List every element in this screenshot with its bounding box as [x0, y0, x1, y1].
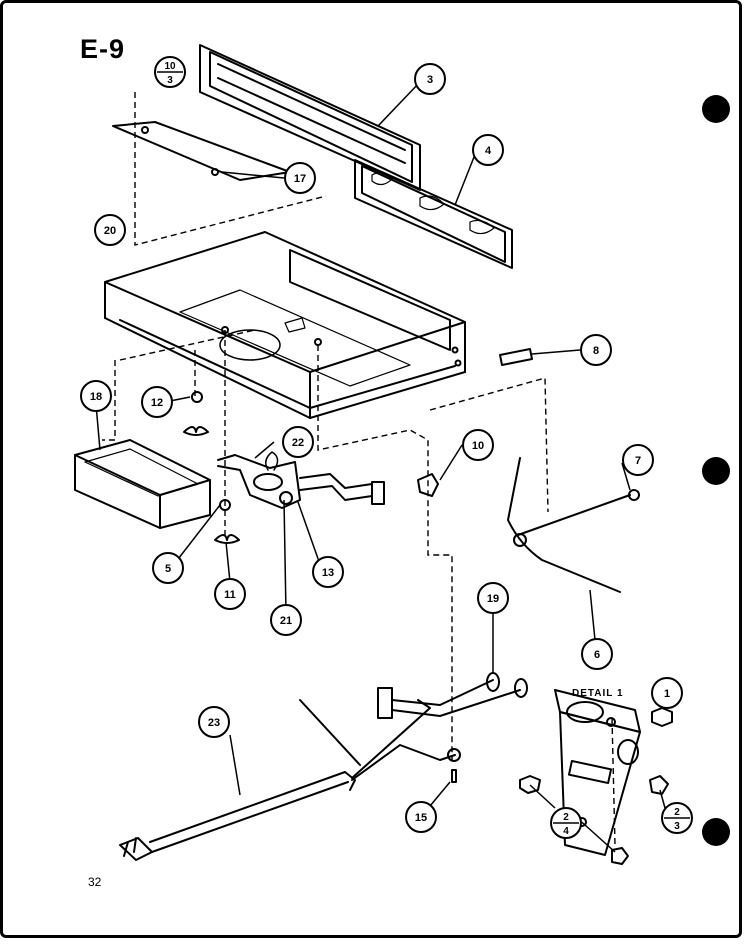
- callout-2-3-bottom: 3: [674, 821, 680, 832]
- svg-text:3: 3: [427, 74, 433, 86]
- filter-panel: [354, 159, 513, 269]
- callout-18: 18: [80, 380, 112, 412]
- svg-text:22: 22: [292, 437, 304, 449]
- svg-text:11: 11: [224, 589, 236, 601]
- callout-22: 22: [282, 426, 314, 458]
- knob: [628, 489, 640, 501]
- binder-hole-bottom: [702, 818, 730, 846]
- svg-text:15: 15: [415, 812, 427, 824]
- svg-text:23: 23: [208, 717, 220, 729]
- svg-text:18: 18: [90, 391, 102, 403]
- callout-1: 1: [651, 677, 683, 709]
- callout-10-3-bottom: 3: [167, 75, 173, 86]
- svg-text:6: 6: [594, 649, 600, 661]
- detail-1-bracket: [519, 689, 673, 865]
- sensor-wire: [377, 672, 528, 719]
- callout-23: 23: [198, 706, 230, 738]
- callout-12: 12: [141, 386, 173, 418]
- svg-text:5: 5: [165, 563, 171, 575]
- callout-7: 7: [622, 444, 654, 476]
- wing-nut-lower: [214, 534, 240, 544]
- svg-text:19: 19: [487, 593, 499, 605]
- callout-17: 17: [284, 162, 316, 194]
- callouts: 10 3 3 4 17 20 8: [80, 56, 693, 839]
- callout-10: 10: [462, 429, 494, 461]
- washer-12: [191, 391, 203, 403]
- bottom-frame: [74, 439, 211, 529]
- svg-text:10: 10: [472, 440, 484, 452]
- svg-text:13: 13: [322, 567, 334, 579]
- callout-8: 8: [580, 334, 612, 366]
- power-cord: [119, 699, 456, 861]
- bracket-plate: [112, 121, 291, 181]
- svg-text:17: 17: [294, 173, 306, 185]
- control-rod: [507, 457, 631, 593]
- callout-4: 4: [472, 134, 504, 166]
- main-housing: [104, 231, 466, 419]
- svg-text:1: 1: [664, 688, 670, 700]
- callout-3: 3: [414, 63, 446, 95]
- page-number: 32: [88, 875, 102, 889]
- callout-2-4: 2 4: [550, 807, 582, 839]
- callout-5: 5: [152, 552, 184, 584]
- connector: [499, 348, 533, 366]
- svg-text:20: 20: [104, 225, 116, 237]
- detail-label: DETAIL 1: [572, 688, 624, 699]
- callout-2-4-top: 2: [563, 812, 569, 823]
- callout-19: 19: [477, 582, 509, 614]
- svg-text:7: 7: [635, 455, 641, 467]
- callout-6: 6: [581, 638, 613, 670]
- clip: [417, 473, 439, 497]
- callout-10-3: 10 3: [154, 56, 186, 88]
- svg-text:12: 12: [151, 397, 163, 409]
- binder-hole-top: [702, 95, 730, 123]
- wing-nut-upper: [183, 426, 209, 436]
- callout-20: 20: [94, 214, 126, 246]
- callout-10-3-top: 10: [164, 61, 176, 72]
- assembly-guide-lines: [102, 92, 616, 846]
- svg-text:4: 4: [485, 145, 492, 157]
- screw: [451, 769, 457, 783]
- leader-lines: [94, 81, 666, 853]
- page-title: E-9: [80, 34, 126, 64]
- callout-2-3-top: 2: [674, 807, 680, 818]
- svg-text:21: 21: [280, 615, 292, 627]
- ground-washer: [447, 748, 461, 762]
- callout-2-4-bottom: 4: [563, 826, 569, 837]
- callout-21: 21: [270, 604, 302, 636]
- callout-13: 13: [312, 556, 344, 588]
- callout-2-3: 2 3: [661, 802, 693, 834]
- callout-11: 11: [214, 578, 246, 610]
- wire-harness: [299, 473, 385, 505]
- motor-bracket-assembly: [217, 451, 301, 509]
- callout-15: 15: [405, 801, 437, 833]
- binder-hole-middle: [702, 457, 730, 485]
- svg-text:8: 8: [593, 345, 599, 357]
